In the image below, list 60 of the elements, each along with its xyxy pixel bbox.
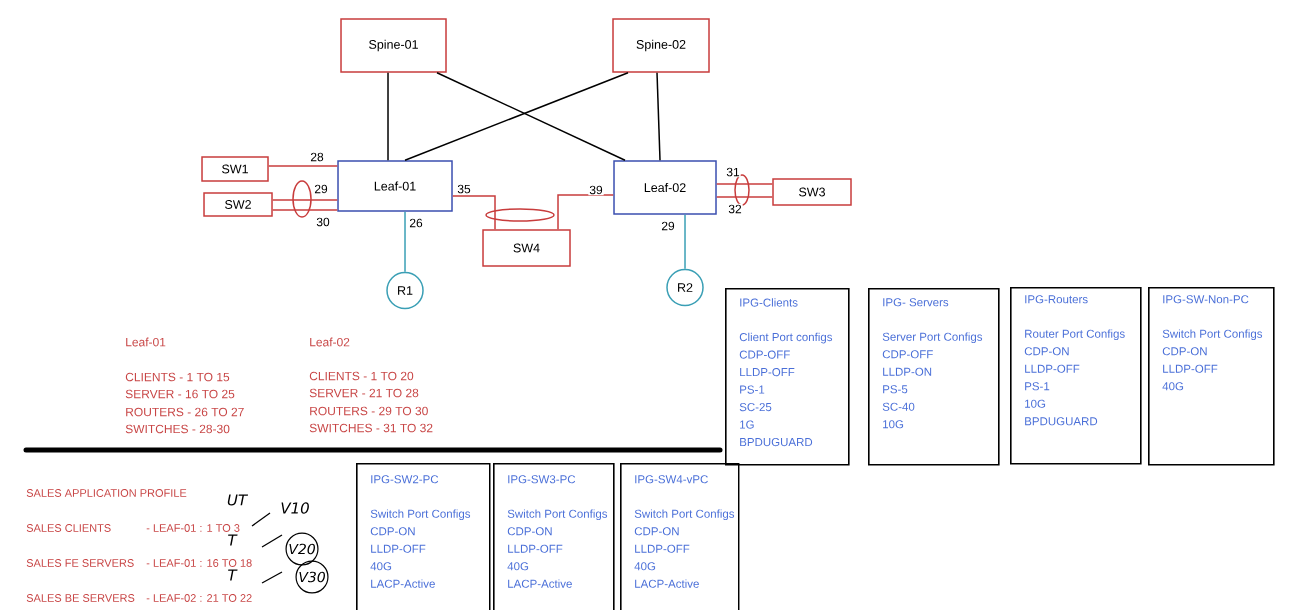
connector-line — [557, 194, 614, 230]
port-range-note: Leaf-01 — [126, 337, 166, 347]
port-range-note: SWITCHES - 31 TO 32 — [309, 423, 433, 433]
port-range-note: SALES BE SERVERS — [26, 594, 135, 602]
config-box: IPG-SW4-vPC Switch Port Configs CDP-ON LLDP-OFF 40G LACP-Active — [620, 463, 740, 610]
circled-handwritten-note: V30 — [295, 560, 329, 594]
port-range-note: - LEAF-01 : 1 TO 3 — [146, 524, 240, 532]
switch-box: SW3 — [772, 178, 852, 206]
port-range-note: ROUTERS - 29 TO 30 — [310, 406, 428, 416]
port-number: 32 — [727, 203, 743, 215]
config-box: IPG-Routers Router Port Configs CDP-ON LLDP-OFF PS-1 10G BPDUGUARD — [1010, 287, 1142, 465]
connector-line — [716, 183, 773, 185]
port-number: 35 — [456, 183, 472, 195]
connector-line — [404, 211, 406, 273]
port-range-note: CLIENTS - 1 TO 15 — [125, 372, 230, 382]
connector-line — [436, 72, 626, 161]
switch-box: Spine-01 — [340, 18, 447, 73]
port-range-note: SALES APPLICATION PROFILE — [26, 489, 187, 497]
port-range-note: SERVER - 16 TO 25 — [125, 389, 235, 399]
circled-handwritten-note: V20 — [285, 532, 319, 566]
handwritten-note: T — [228, 569, 238, 581]
leaf-switch-box: Leaf-02 — [613, 160, 717, 215]
port-number: 28 — [309, 151, 325, 163]
switch-box: SW1 — [201, 156, 269, 182]
connector-line — [268, 165, 338, 167]
config-box: IPG-SW2-PC Switch Port Configs CDP-ON LLDP-OFF 40G LACP-Active — [356, 463, 491, 610]
handwritten-note: UT — [227, 494, 249, 506]
connector-line — [452, 195, 496, 230]
port-range-note: - LEAF-02 : 21 TO 22 — [146, 594, 252, 602]
port-number: 31 — [725, 166, 741, 178]
handwritten-note: T — [228, 534, 238, 546]
handwritten-note: V10 — [281, 502, 309, 514]
port-range-note: SALES CLIENTS — [26, 524, 111, 532]
switch-box: SW2 — [203, 192, 273, 217]
connector-line — [404, 72, 629, 161]
connector-line — [656, 72, 661, 161]
config-box: IPG-SW3-PC Switch Port Configs CDP-ON LLDP-OFF 40G LACP-Active — [493, 463, 615, 610]
port-range-note: CLIENTS - 1 TO 20 — [309, 371, 414, 381]
port-number: 39 — [588, 184, 604, 196]
connector-line — [716, 196, 773, 198]
port-range-note: ROUTERS - 26 TO 27 — [126, 407, 244, 417]
config-box: IPG- Servers Server Port Configs CDP-OFF LLDP-ON PS-5 SC-40 10G — [868, 288, 1000, 466]
connector-line — [272, 209, 338, 211]
connector-line — [272, 199, 338, 201]
port-number: 29 — [313, 183, 329, 195]
port-number: 29 — [660, 220, 676, 232]
port-range-note: SALES FE SERVERS — [26, 559, 134, 567]
port-number: 26 — [408, 217, 424, 229]
switch-box: SW4 — [482, 229, 571, 267]
port-range-note: SERVER - 21 TO 28 — [309, 388, 419, 398]
port-range-note: - LEAF-01 : 16 TO 18 — [146, 559, 252, 567]
config-box: IPG-Clients Client Port configs CDP-OFF LLDP-OFF PS-1 SC-25 1G BPDUGUARD — [725, 288, 850, 466]
leaf-switch-box: Leaf-01 — [337, 160, 453, 212]
connector-line — [684, 214, 686, 270]
port-number: 30 — [315, 216, 331, 228]
port-range-note: Leaf-02 — [310, 337, 350, 347]
switch-box: Spine-02 — [612, 18, 710, 73]
config-box: IPG-SW-Non-PC Switch Port Configs CDP-ON LLDP-OFF 40G — [1148, 287, 1275, 466]
connector-line — [387, 72, 389, 161]
port-range-note: SWITCHES - 28-30 — [125, 424, 230, 434]
